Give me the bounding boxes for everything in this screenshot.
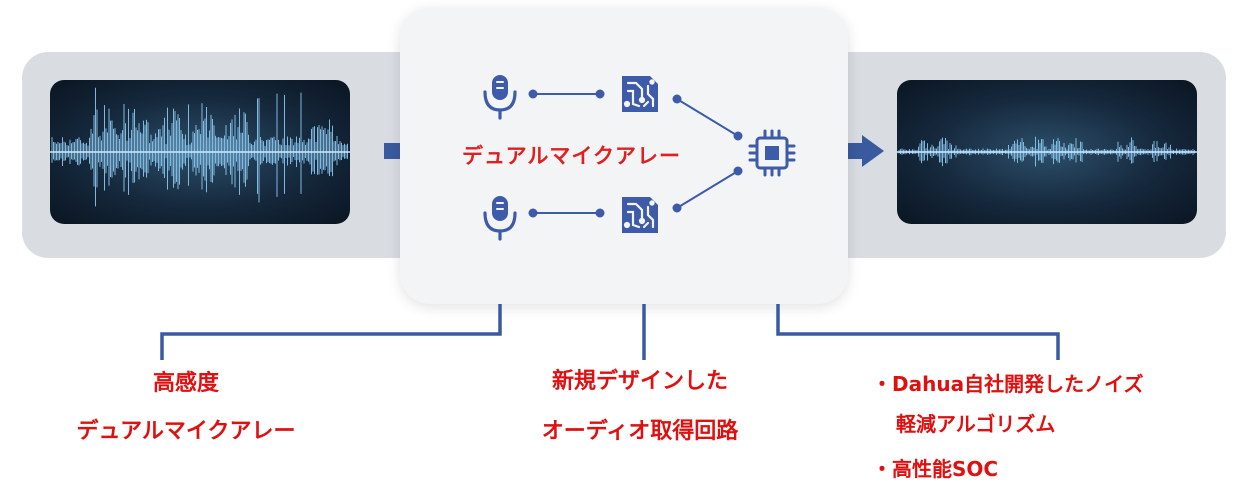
feature-sensitivity-line1: 高感度 [152, 371, 219, 396]
arrow-right-icon [838, 135, 884, 167]
processor-chip-icon [748, 129, 796, 177]
circuit-board-icon [622, 197, 658, 233]
feature-algorithm-line1: ・Dahua自社開発したノイズ [872, 372, 1144, 396]
feature-sensitivity-line2: デュアルマイクアレー [76, 419, 296, 444]
clean-waveform [897, 136, 1197, 167]
feature-algorithm: ・Dahua自社開発したノイズ 軽減アルゴリズム ・高性能SOC [872, 366, 1143, 492]
noisy-waveform-panel [50, 80, 350, 224]
feature-circuit-line1: 新規デザインした [551, 369, 728, 394]
noisy-waveform [50, 87, 350, 207]
clean-waveform-panel [897, 80, 1197, 224]
microphone-icon [483, 196, 517, 241]
feature-algorithm-line3: ・高性能SOC [872, 457, 999, 481]
feature-sensitivity: 高感度 デュアルマイクアレー [36, 366, 336, 450]
center-label: デュアルマイクアレー [452, 138, 722, 174]
feature-algorithm-line2: 軽減アルゴリズム [896, 412, 1056, 436]
microphone-icon [483, 75, 517, 120]
feature-circuit: 新規デザインした オーディオ取得回路 [490, 364, 790, 450]
circuit-board-icon [622, 76, 658, 112]
mic-array-diagram [483, 75, 796, 241]
feature-circuit-line2: オーディオ取得回路 [541, 419, 739, 444]
